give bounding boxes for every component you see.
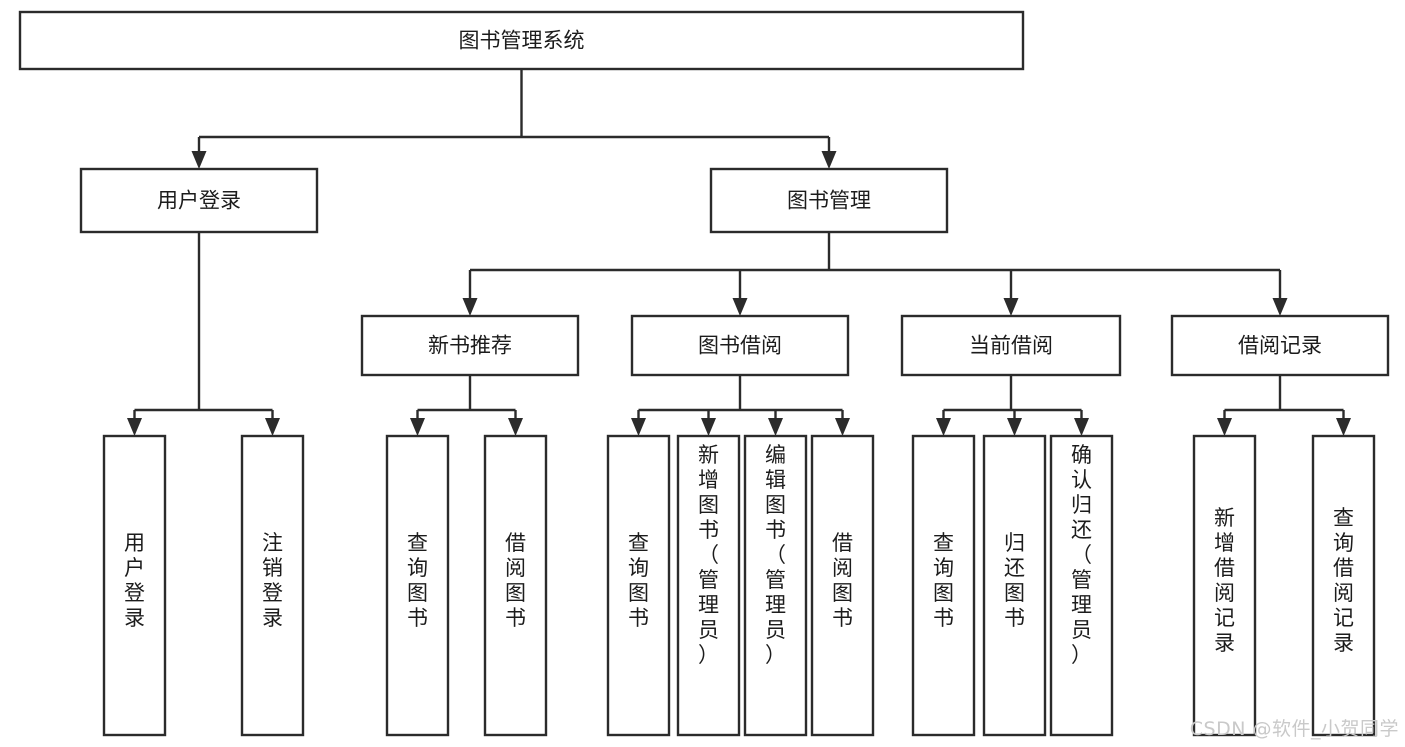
- node-label-leaf-query-book-1: 查询图书: [407, 531, 428, 630]
- node-box-leaf-confirm-return-admin: [1049, 434, 1114, 737]
- node-box-book-manage: [709, 167, 949, 234]
- leaves-borrow-record-branch-1-arrowhead: [1336, 418, 1351, 436]
- node-label-leaf-logout: 注销登录: [262, 531, 283, 630]
- node-box-current-borrow: [900, 314, 1122, 377]
- node-label-leaf-query-book-2: 查询图书: [628, 531, 649, 630]
- node-box-leaf-logout: [240, 434, 305, 737]
- book-manage-branch-2-arrowhead: [1003, 298, 1019, 316]
- leaves-current-borrow-branch-2-arrowhead: [1074, 418, 1089, 436]
- node-leaf-confirm-return-admin[interactable]: 确认归还（管理员）: [1049, 434, 1114, 737]
- node-box-borrow-record: [1170, 314, 1390, 377]
- leaves-book-borrow-branch-1-arrowhead: [701, 418, 716, 436]
- node-label-leaf-borrow-book-2: 借阅图书: [832, 531, 853, 630]
- node-label-leaf-edit-book-admin: 编辑图书（管理员）: [765, 443, 786, 667]
- node-label-leaf-user-login: 用户登录: [124, 531, 145, 630]
- node-root[interactable]: 图书管理系统: [18, 10, 1025, 71]
- node-box-leaf-query-borrow-record: [1311, 434, 1376, 737]
- node-box-leaf-user-login: [102, 434, 167, 737]
- node-box-root: [18, 10, 1025, 71]
- node-new-book-recommend[interactable]: 新书推荐: [360, 314, 580, 377]
- node-layer: 图书管理系统用户登录图书管理新书推荐图书借阅当前借阅借阅记录用户登录注销登录查询…: [18, 10, 1390, 737]
- leaves-user-login-branch-0-arrowhead: [127, 418, 142, 436]
- node-leaf-query-borrow-record[interactable]: 查询借阅记录: [1311, 434, 1376, 737]
- leaves-book-borrow-branch-3-arrowhead: [835, 418, 850, 436]
- node-box-leaf-query-book-3: [911, 434, 976, 737]
- node-box-leaf-add-book-admin: [676, 434, 741, 737]
- node-leaf-add-book-admin[interactable]: 新增图书（管理员）: [676, 434, 741, 737]
- node-label-leaf-borrow-book-1: 借阅图书: [505, 531, 526, 630]
- leaves-current-borrow-branch-0-arrowhead: [936, 418, 951, 436]
- node-box-leaf-query-book-2: [606, 434, 671, 737]
- connector-layer: [127, 69, 1351, 436]
- node-leaf-logout[interactable]: 注销登录: [240, 434, 305, 737]
- node-book-borrow[interactable]: 图书借阅: [630, 314, 850, 377]
- node-current-borrow[interactable]: 当前借阅: [900, 314, 1122, 377]
- node-label-user-login: 用户登录: [157, 189, 241, 213]
- node-label-new-book-recommend: 新书推荐: [428, 334, 512, 358]
- node-label-book-borrow: 图书借阅: [698, 334, 782, 358]
- node-box-user-login: [79, 167, 319, 234]
- node-label-leaf-add-book-admin: 新增图书（管理员）: [698, 443, 719, 667]
- node-leaf-borrow-book-1[interactable]: 借阅图书: [483, 434, 548, 737]
- book-manage-branch-1-arrowhead: [732, 298, 748, 316]
- node-box-book-borrow: [630, 314, 850, 377]
- node-leaf-query-book-3[interactable]: 查询图书: [911, 434, 976, 737]
- node-box-leaf-return-book: [982, 434, 1047, 737]
- node-label-leaf-add-borrow-record: 新增借阅记录: [1214, 506, 1235, 655]
- node-leaf-borrow-book-2[interactable]: 借阅图书: [810, 434, 875, 737]
- node-label-leaf-query-book-3: 查询图书: [933, 531, 954, 630]
- node-user-login[interactable]: 用户登录: [79, 167, 319, 234]
- leaves-book-borrow-branch-2-arrowhead: [768, 418, 783, 436]
- node-label-leaf-query-borrow-record: 查询借阅记录: [1333, 506, 1354, 655]
- node-leaf-add-borrow-record[interactable]: 新增借阅记录: [1192, 434, 1257, 737]
- leaves-borrow-record-branch-0-arrowhead: [1217, 418, 1232, 436]
- leaves-user-login-branch-1-arrowhead: [265, 418, 280, 436]
- node-leaf-edit-book-admin[interactable]: 编辑图书（管理员）: [743, 434, 808, 737]
- node-box-leaf-query-book-1: [385, 434, 450, 737]
- node-label-root: 图书管理系统: [459, 29, 585, 53]
- book-manage-branch-3-arrowhead: [1272, 298, 1288, 316]
- node-box-leaf-add-borrow-record: [1192, 434, 1257, 737]
- leaves-current-borrow-branch-1-arrowhead: [1007, 418, 1022, 436]
- node-box-new-book-recommend: [360, 314, 580, 377]
- root-branch-0-arrowhead: [191, 151, 207, 169]
- node-leaf-query-book-1[interactable]: 查询图书: [385, 434, 450, 737]
- node-label-current-borrow: 当前借阅: [969, 334, 1053, 358]
- node-box-leaf-borrow-book-1: [483, 434, 548, 737]
- leaves-new-book-recommend-branch-0-arrowhead: [410, 418, 425, 436]
- node-box-leaf-borrow-book-2: [810, 434, 875, 737]
- leaves-book-borrow-branch-0-arrowhead: [631, 418, 646, 436]
- root-branch-1-arrowhead: [821, 151, 837, 169]
- node-label-borrow-record: 借阅记录: [1238, 334, 1322, 358]
- node-label-book-manage: 图书管理: [787, 189, 871, 213]
- node-leaf-return-book[interactable]: 归还图书: [982, 434, 1047, 737]
- leaves-new-book-recommend-branch-1-arrowhead: [508, 418, 523, 436]
- node-label-leaf-confirm-return-admin: 确认归还（管理员）: [1071, 443, 1092, 667]
- node-leaf-query-book-2[interactable]: 查询图书: [606, 434, 671, 737]
- node-box-leaf-edit-book-admin: [743, 434, 808, 737]
- node-borrow-record[interactable]: 借阅记录: [1170, 314, 1390, 377]
- book-manage-branch-0-arrowhead: [462, 298, 478, 316]
- node-leaf-user-login[interactable]: 用户登录: [102, 434, 167, 737]
- node-book-manage[interactable]: 图书管理: [709, 167, 949, 234]
- node-label-leaf-return-book: 归还图书: [1004, 531, 1025, 630]
